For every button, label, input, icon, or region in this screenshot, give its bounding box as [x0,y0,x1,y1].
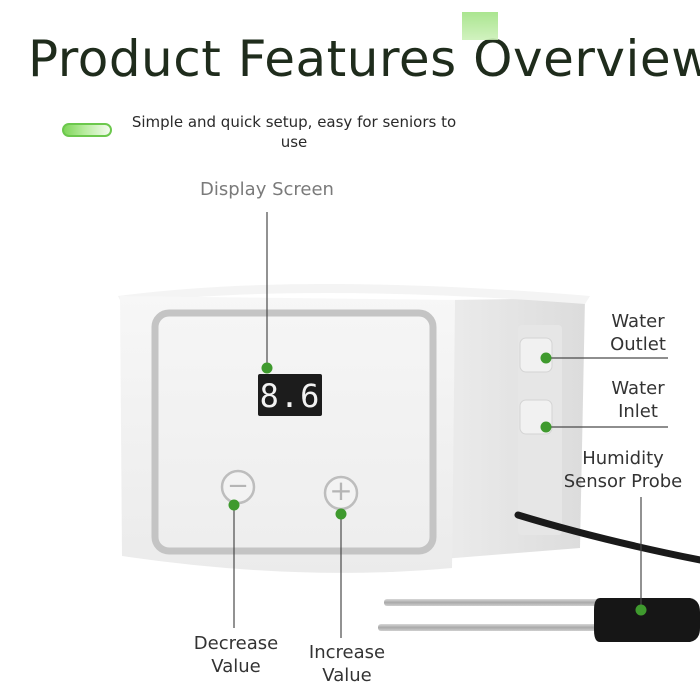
probe-marker-dot [635,604,647,616]
display-screen-label: Display Screen [200,179,334,200]
increase-marker-dot [335,508,347,520]
front-panel [151,309,437,555]
decrease-marker-dot [228,499,240,511]
water-inlet-label-line1: Water [611,378,665,399]
plus-icon[interactable]: + [329,474,353,507]
feature-tagline: Simple and quick setup, easy for seniors… [131,113,457,151]
humidity-probe-label: Humidity Sensor Probe [553,447,693,493]
water-outlet-port [519,337,553,373]
water-outlet-label-line1: Water [611,311,665,332]
humidity-probe-label-line2: Sensor Probe [563,471,683,492]
probe-prong-top [384,599,614,606]
water-outlet-label: Water Outlet [598,310,678,356]
decrease-label-line2: Value [211,656,261,677]
decrease-label-line1: Decrease [193,633,279,654]
probe-prong-bottom [378,624,614,631]
increase-label-line1: Increase [308,642,386,663]
decrease-value-label: Decrease Value [184,632,288,678]
water-inlet-label: Water Inlet [598,377,678,423]
display-marker-dot [261,362,273,374]
water-outlet-label-line2: Outlet [610,334,666,355]
inlet-marker-dot [540,421,552,433]
title-accent-decoration [462,12,498,40]
humidity-probe-label-line1: Humidity [582,448,664,469]
probe-handle [594,598,700,642]
display-screen [258,374,322,416]
minus-icon[interactable]: − [227,471,249,501]
increase-value-label: Increase Value [298,641,396,687]
sensor-cable [514,511,700,564]
display-readout: 8.6 [259,377,321,415]
device-top [118,284,590,304]
increase-label-line2: Value [322,665,372,686]
outlet-marker-dot [540,352,552,364]
water-inlet-label-line2: Inlet [618,401,658,422]
page-title: Product Features Overview [28,30,700,88]
feature-pill-icon [62,123,112,137]
